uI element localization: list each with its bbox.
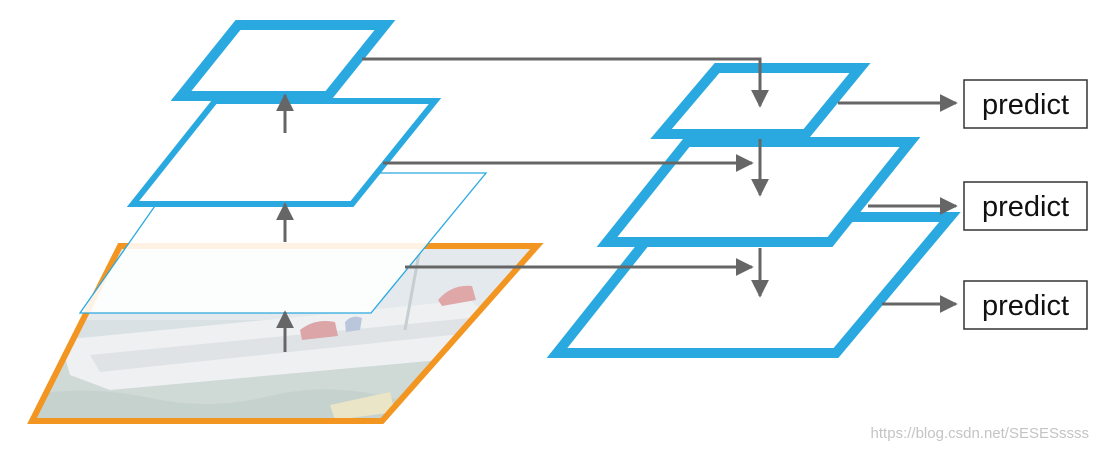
predict-label-1: predict [982,89,1069,121]
bottom-up-level-2 [126,98,442,207]
predict-box-3: predict [963,280,1088,330]
predict-label-2: predict [982,191,1069,223]
bottom-up-level-1 [78,172,488,314]
lateral-arrow-top [362,57,769,108]
predict-box-2: predict [963,181,1088,231]
predict-box-1: predict [963,79,1088,129]
predict-label-3: predict [982,290,1069,322]
bottom-up-level-3 [170,20,396,101]
watermark: https://blog.csdn.net/SESESssss [871,425,1089,442]
